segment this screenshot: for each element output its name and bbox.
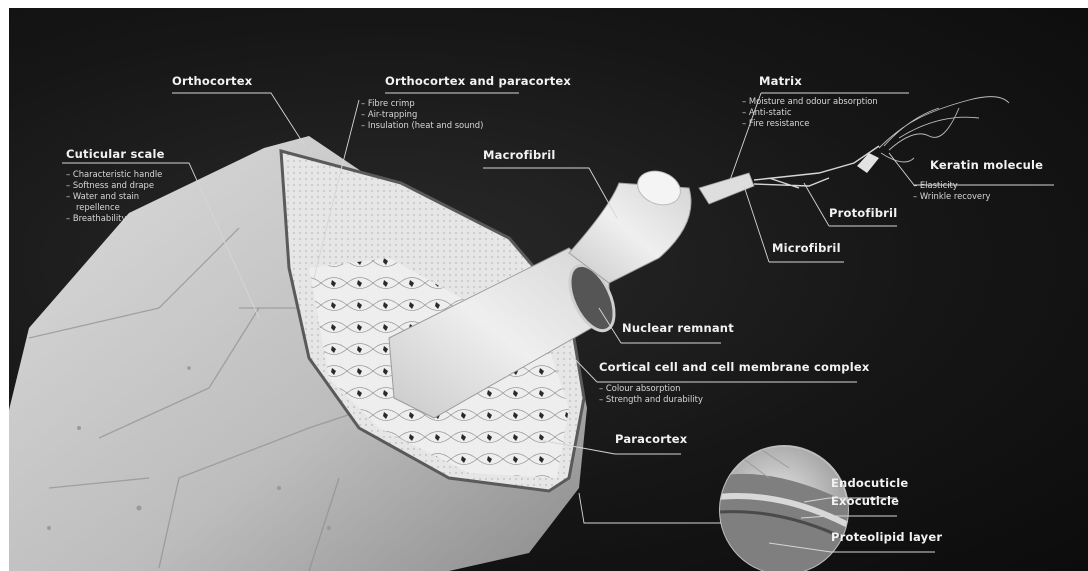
label-proteolipid-layer: Proteolipid layer <box>831 530 942 544</box>
property-item: Breathability <box>66 213 162 224</box>
list-matrix: Moisture and odour absorption Anti-stati… <box>742 96 878 129</box>
label-keratin-molecule: Keratin molecule <box>930 158 1043 172</box>
list-orthocortex-and-paracortex: Fibre crimp Air-trapping Insulation (hea… <box>361 98 483 131</box>
property-item: Moisture and odour absorption <box>742 96 878 107</box>
property-item: Water and stain <box>66 191 162 202</box>
label-cortical-cell: Cortical cell and cell membrane complex <box>599 360 869 374</box>
property-item: repellence <box>66 202 162 213</box>
property-item: Insulation (heat and sound) <box>361 120 483 131</box>
label-orthocortex-and-paracortex: Orthocortex and paracortex <box>385 74 571 88</box>
label-paracortex: Paracortex <box>615 432 687 446</box>
property-item: Anti-static <box>742 107 878 118</box>
label-nuclear-remnant: Nuclear remnant <box>622 321 734 335</box>
label-protofibril: Protofibril <box>829 206 897 220</box>
label-matrix: Matrix <box>759 74 802 88</box>
property-item: Air-trapping <box>361 109 483 120</box>
property-item: Wrinkle recovery <box>913 191 990 202</box>
property-item: Colour absorption <box>599 383 703 394</box>
property-item: Characteristic handle <box>66 169 162 180</box>
label-macrofibril: Macrofibril <box>483 148 556 162</box>
list-keratin-molecule: Elasticity Wrinkle recovery <box>913 180 990 202</box>
list-cuticular-scale: Characteristic handle Softness and drape… <box>66 169 162 224</box>
property-item: Elasticity <box>913 180 990 191</box>
label-endocuticle: Endocuticle <box>831 476 908 490</box>
label-cuticular-scale: Cuticular scale <box>66 147 165 161</box>
label-exocuticle: Exocuticle <box>831 494 899 508</box>
label-orthocortex: Orthocortex <box>172 74 252 88</box>
property-item: Softness and drape <box>66 180 162 191</box>
label-microfibril: Microfibril <box>772 241 841 255</box>
property-item: Strength and durability <box>599 394 703 405</box>
fibre-illustration <box>9 8 1088 571</box>
property-item: Fibre crimp <box>361 98 483 109</box>
property-item: Fire resistance <box>742 118 878 129</box>
list-cortical-cell: Colour absorption Strength and durabilit… <box>599 383 703 405</box>
diagram-canvas: Orthocortex Orthocortex and paracortex F… <box>9 8 1088 571</box>
